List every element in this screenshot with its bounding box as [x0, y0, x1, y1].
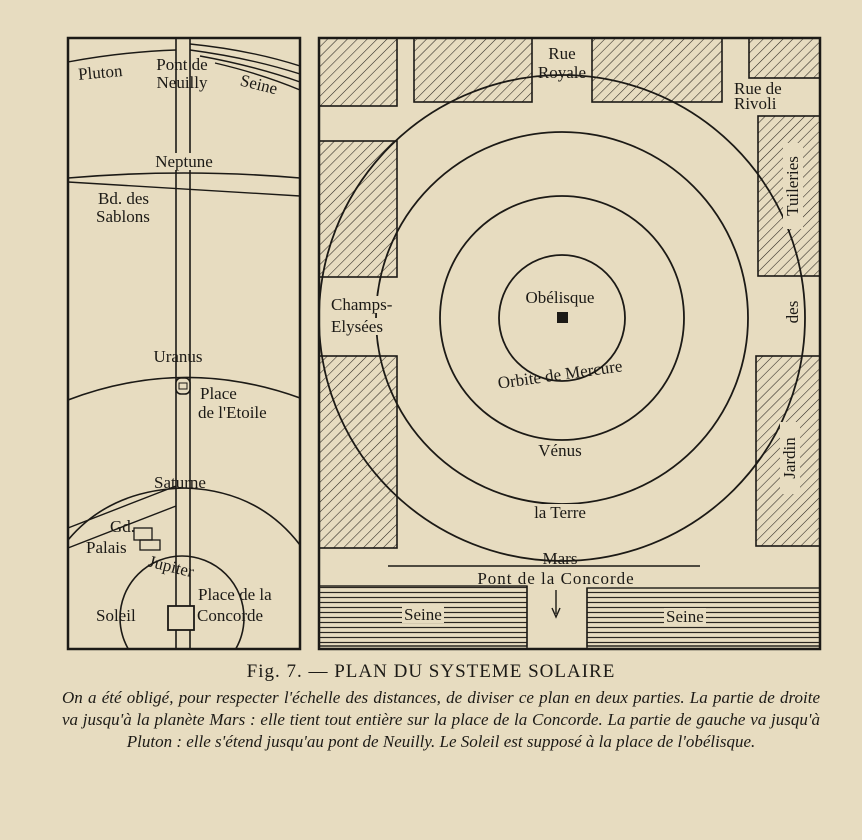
etoile-label-2: de l'Etoile — [198, 403, 267, 422]
solar-system-plan-figure: Pluton Pont de Neuilly Seine Neptune Bd.… — [66, 36, 822, 651]
uranus-label: Uranus — [153, 347, 203, 366]
pluton-label: Pluton — [77, 61, 124, 84]
venus-label: Vénus — [536, 441, 584, 460]
left-map-panel — [66, 36, 302, 651]
grand-palais-label-1: Gd. — [110, 517, 136, 536]
pont-de-neuilly-label-1: Pont de — [156, 55, 208, 74]
rue-royale-label-2: Royale — [537, 63, 587, 82]
concorde-label-2: Concorde — [197, 606, 264, 625]
pont-de-neuilly-label-2: Neuilly — [156, 73, 208, 92]
sablons-label-2: Sablons — [96, 207, 150, 226]
mars-label: Mars — [542, 549, 578, 568]
etoile-label-1: Place — [200, 384, 237, 403]
champs-elysees-label-1: Champs- — [329, 295, 395, 314]
la-terre-label: la Terre — [532, 503, 588, 522]
seine-right-panel-right-label: Seine — [664, 607, 706, 626]
tuileries-label: Tuileries — [783, 143, 803, 229]
figure-title: Fig. 7. — PLAN DU SYSTEME SOLAIRE — [246, 661, 616, 682]
neptune-label: Neptune — [153, 152, 215, 171]
concorde-label-1: Place de la — [198, 585, 272, 604]
right-map-panel — [317, 36, 822, 651]
sablons-label-1: Bd. des — [98, 189, 149, 208]
rivoli-label-2: Rivoli — [734, 94, 777, 113]
champs-elysees-label-2: Elysées — [329, 317, 385, 336]
des-label: des — [783, 300, 802, 324]
rivoli-label-1: Rue de — [734, 79, 782, 98]
pont-de-la-concorde-label: Pont de la Concorde — [477, 569, 635, 588]
jardin-label: Jardin — [780, 422, 800, 494]
rue-royale-label-1: Rue — [548, 44, 576, 63]
obelisque-label: Obélisque — [525, 288, 595, 307]
figure-drawing — [66, 36, 822, 651]
saturne-label: Saturne — [154, 473, 206, 492]
figure-caption: On a été obligé, pour respecter l'échell… — [62, 688, 820, 751]
soleil-label: Soleil — [96, 606, 136, 625]
seine-right-panel-left-label: Seine — [402, 605, 444, 624]
grand-palais-label-2: Palais — [86, 538, 127, 557]
